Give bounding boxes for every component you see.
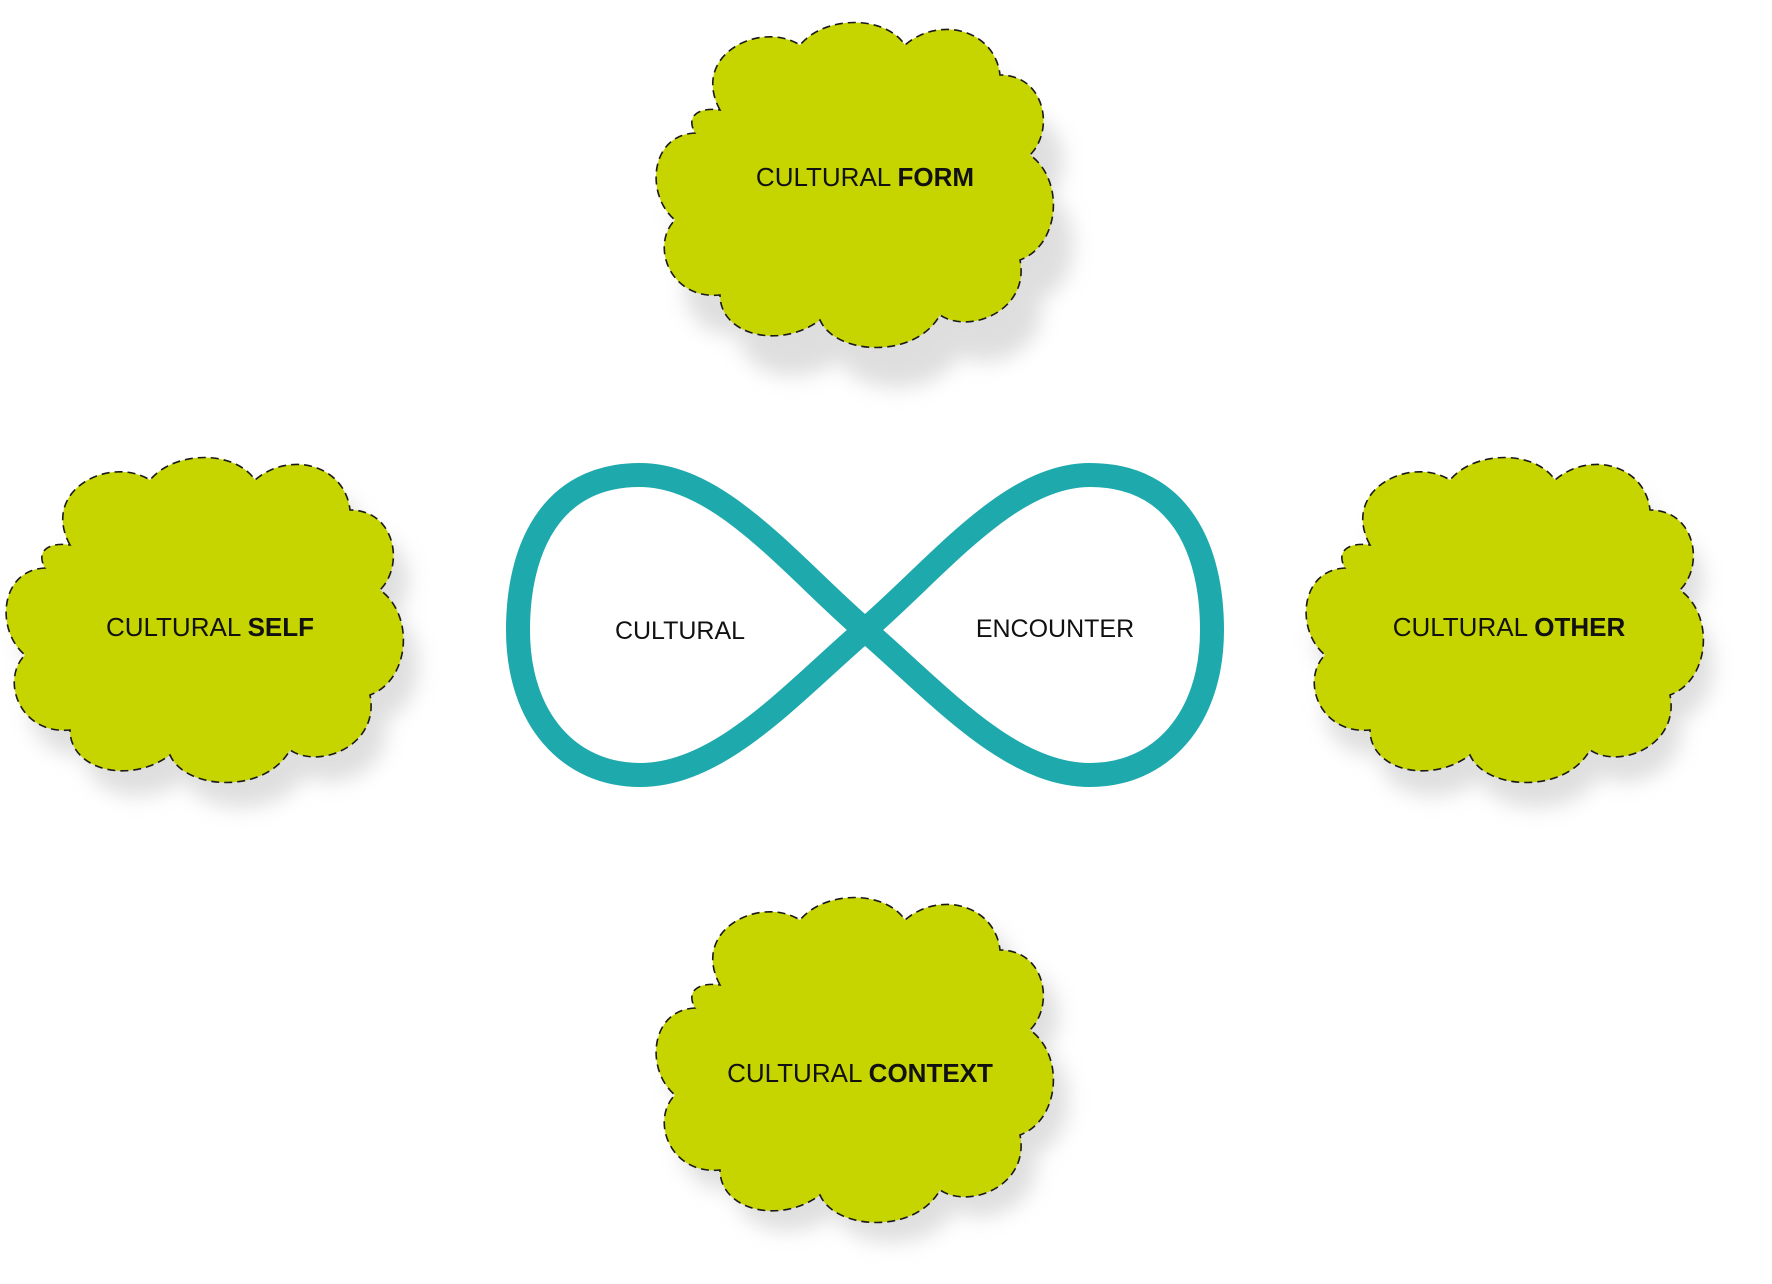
cloud-right-label: CULTURAL OTHER bbox=[1393, 612, 1626, 642]
cloud-top-emphasis: FORM bbox=[898, 162, 975, 192]
cloud-top-label: CULTURAL FORM bbox=[756, 162, 974, 192]
infinity-symbol bbox=[506, 463, 1224, 787]
cloud-left-label: CULTURAL SELF bbox=[106, 612, 314, 642]
cloud-right-prefix: CULTURAL bbox=[1393, 612, 1528, 642]
cloud-bottom-emphasis: CONTEXT bbox=[869, 1058, 993, 1088]
cloud-bottom-label: CULTURAL CONTEXT bbox=[727, 1058, 993, 1088]
cloud-top-prefix: CULTURAL bbox=[756, 162, 891, 192]
infinity-right-label: ENCOUNTER bbox=[976, 615, 1134, 643]
cloud-left-emphasis: SELF bbox=[248, 612, 314, 642]
cloud-right-emphasis: OTHER bbox=[1534, 612, 1625, 642]
cloud-left-prefix: CULTURAL bbox=[106, 612, 241, 642]
infinity-left-label: CULTURAL bbox=[615, 617, 745, 645]
cloud-bottom-prefix: CULTURAL bbox=[727, 1058, 862, 1088]
